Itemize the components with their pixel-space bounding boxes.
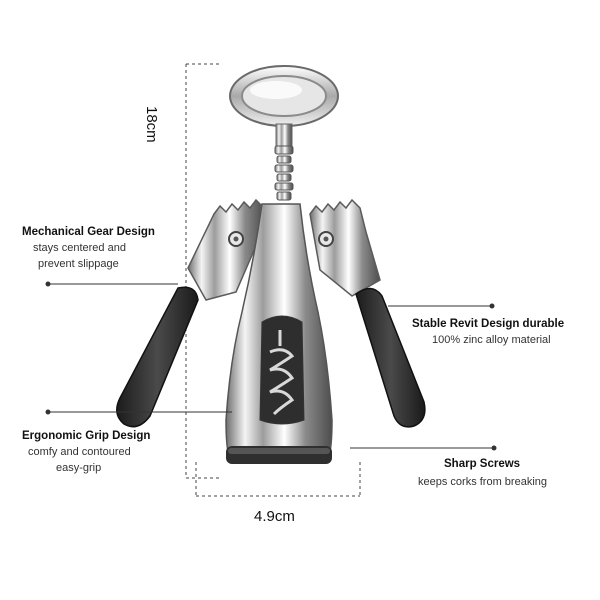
feature-stable-revit: Stable Revit Design durable 100% zinc al… — [412, 316, 592, 348]
leader-dots — [45, 281, 497, 451]
worm-screw — [269, 330, 295, 416]
height-dimension-lines — [185, 63, 222, 479]
central-body — [225, 203, 333, 464]
left-grip — [116, 286, 199, 428]
feature-title: Mechanical Gear Design — [22, 226, 155, 238]
threaded-stem — [274, 145, 294, 201]
feature-ergonomic-grip: Ergonomic Grip Design comfy and contoure… — [22, 428, 182, 476]
feature-desc-line: 100% zinc alloy material — [432, 334, 551, 346]
height-label: 18cm — [143, 106, 160, 143]
feature-title: Sharp Screws — [444, 458, 521, 470]
feature-desc-line: stays centered and — [33, 242, 126, 254]
feature-desc-line: easy-grip — [56, 462, 102, 474]
feature-title: Stable Revit Design durable — [412, 318, 565, 330]
feature-desc-line: keeps corks from breaking — [418, 476, 547, 488]
feature-desc-line: prevent slippage — [38, 258, 119, 270]
width-label: 4.9cm — [254, 508, 295, 525]
feature-mechanical-gear: Mechanical Gear Design stays centered an… — [22, 224, 182, 272]
left-lever-arm — [187, 198, 265, 301]
feature-sharp-screws: Sharp Screws keeps corks from breaking — [418, 456, 594, 490]
right-lever-arm — [309, 198, 381, 297]
feature-desc-line: comfy and contoured — [28, 446, 131, 458]
width-dimension-lines — [195, 462, 361, 497]
feature-title: Ergonomic Grip Design — [22, 430, 151, 442]
right-grip — [355, 287, 426, 428]
top-handle — [229, 65, 339, 147]
feature-leader-lines — [48, 283, 494, 449]
